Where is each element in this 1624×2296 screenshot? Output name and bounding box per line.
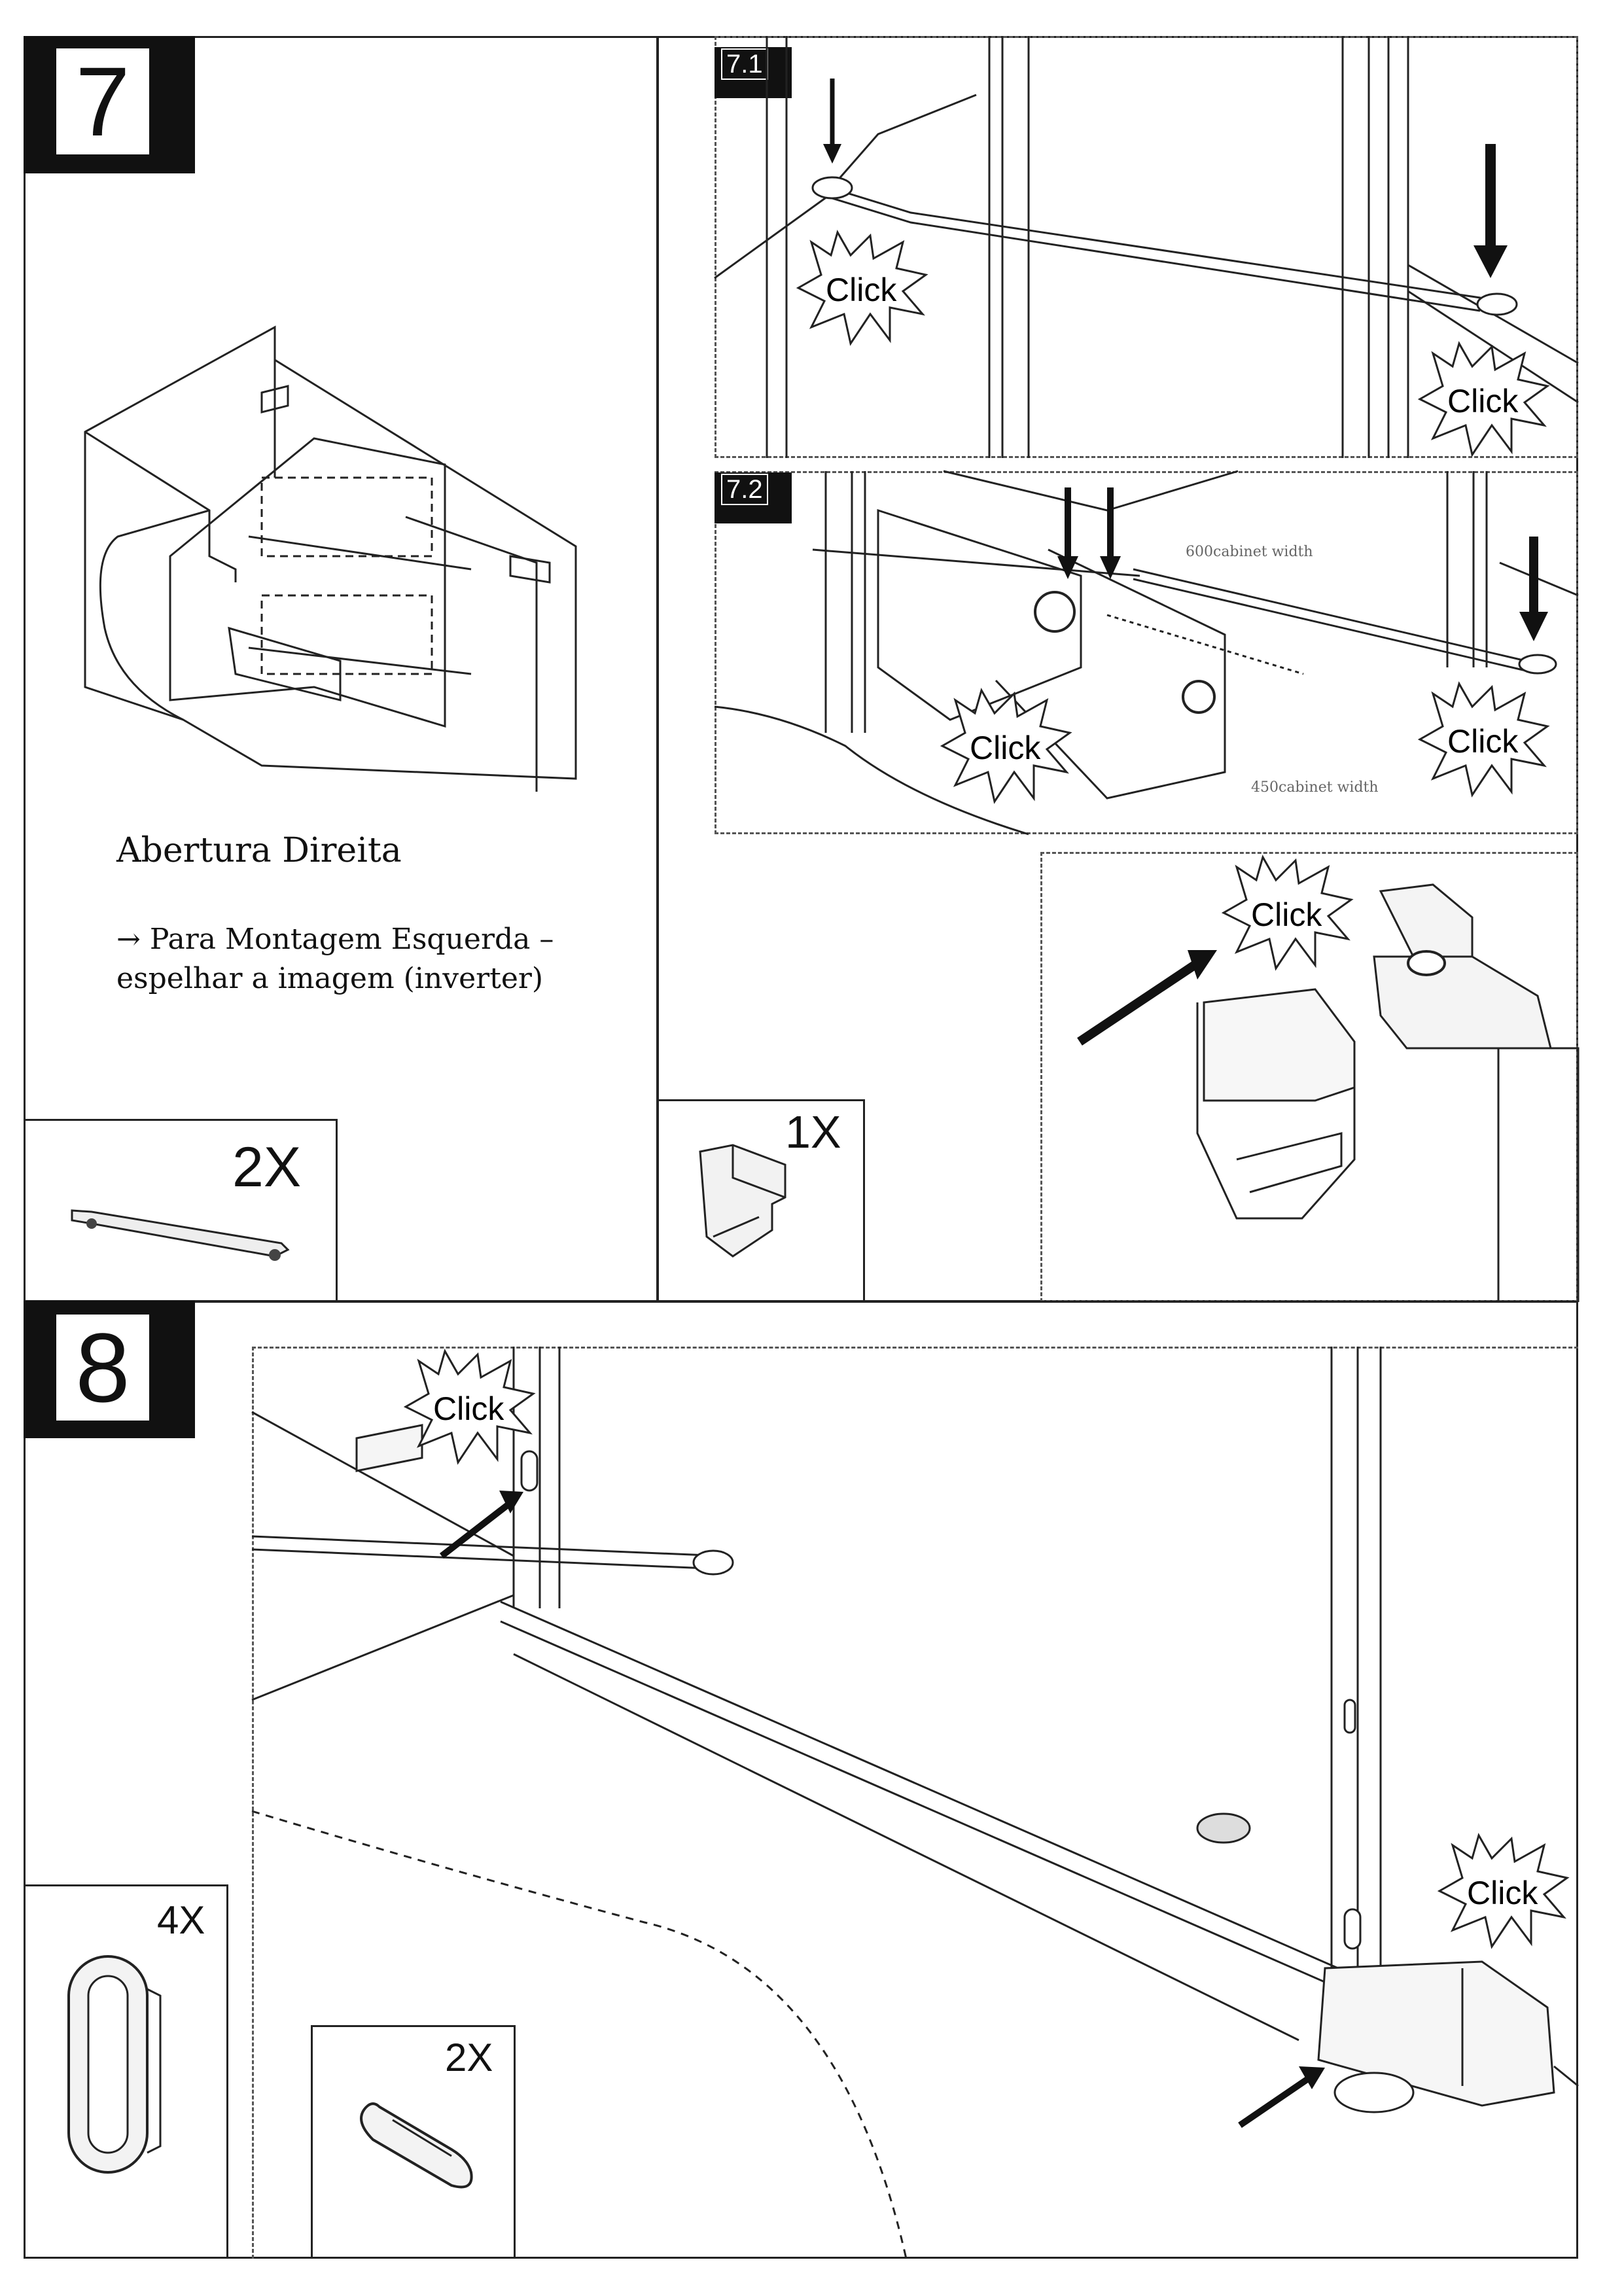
- click-burst-7-2a: Click: [940, 688, 1072, 804]
- rod-detail-7-1: [714, 36, 1579, 458]
- dimension-lower: 450cabinet width: [1251, 779, 1379, 796]
- mirror-note-line2: espelhar a imagem (inverter): [116, 962, 544, 995]
- cap-insertion-drawing: [1077, 883, 1580, 1302]
- click-burst-cap: Click: [1221, 855, 1354, 971]
- step7-2-label-text: 7.2: [721, 474, 768, 505]
- click-text: Click: [1467, 1875, 1538, 1911]
- part-box-oval-cap: [24, 1884, 228, 2259]
- part-qty-cap: 1X: [785, 1106, 841, 1157]
- step7-1-label: 7.1: [715, 47, 792, 98]
- click-text: Click: [1251, 896, 1322, 933]
- cabinet-overview-drawing: [84, 325, 577, 792]
- click-text: Click: [970, 730, 1041, 766]
- click-burst-7-2b: Click: [1417, 681, 1550, 798]
- arrow-right-icon: →: [116, 923, 141, 956]
- step7-1-detail: [715, 36, 1578, 458]
- mirror-note-text: Para Montagem Esquerda –: [149, 923, 554, 956]
- click-text: Click: [1447, 723, 1519, 760]
- click-text: Click: [826, 272, 897, 308]
- dimension-upper: 600cabinet width: [1186, 544, 1313, 560]
- click-burst-8b: Click: [1437, 1833, 1570, 1949]
- end-cap-icon: [699, 1144, 786, 1258]
- rail-assembly-drawing: [251, 1347, 1579, 2259]
- step8-panel: [24, 1301, 1578, 2259]
- part-box-slot-cover: [311, 2025, 516, 2259]
- step7-number: 7: [54, 46, 152, 157]
- click-burst-8a: Click: [403, 1349, 536, 1465]
- step8-number: 8: [54, 1312, 152, 1423]
- step8-detail: [252, 1347, 1578, 2259]
- oval-cap-icon: [67, 1955, 162, 2174]
- opening-title: Abertura Direita: [116, 831, 402, 870]
- click-burst-7-1a: Click: [796, 230, 928, 346]
- step7-2-detail: [715, 471, 1578, 834]
- part-qty-slot-cover: 2X: [445, 2036, 493, 2079]
- part-qty-oval-cap: 4X: [157, 1898, 205, 1942]
- slot-cover-icon: [360, 2102, 473, 2189]
- runner-detail-7-2: 600cabinet width 450cabinet width: [714, 470, 1579, 836]
- step7-2-label: 7.2: [715, 472, 792, 523]
- step7-1-label-text: 7.1: [721, 48, 768, 80]
- click-text: Click: [433, 1390, 504, 1427]
- click-burst-7-1b: Click: [1417, 341, 1550, 457]
- click-text: Click: [1447, 383, 1519, 419]
- connecting-rod-icon: [71, 1209, 290, 1261]
- mirror-note-line1: → Para Montagem Esquerda –: [116, 923, 554, 956]
- part-qty-rod: 2X: [232, 1136, 302, 1199]
